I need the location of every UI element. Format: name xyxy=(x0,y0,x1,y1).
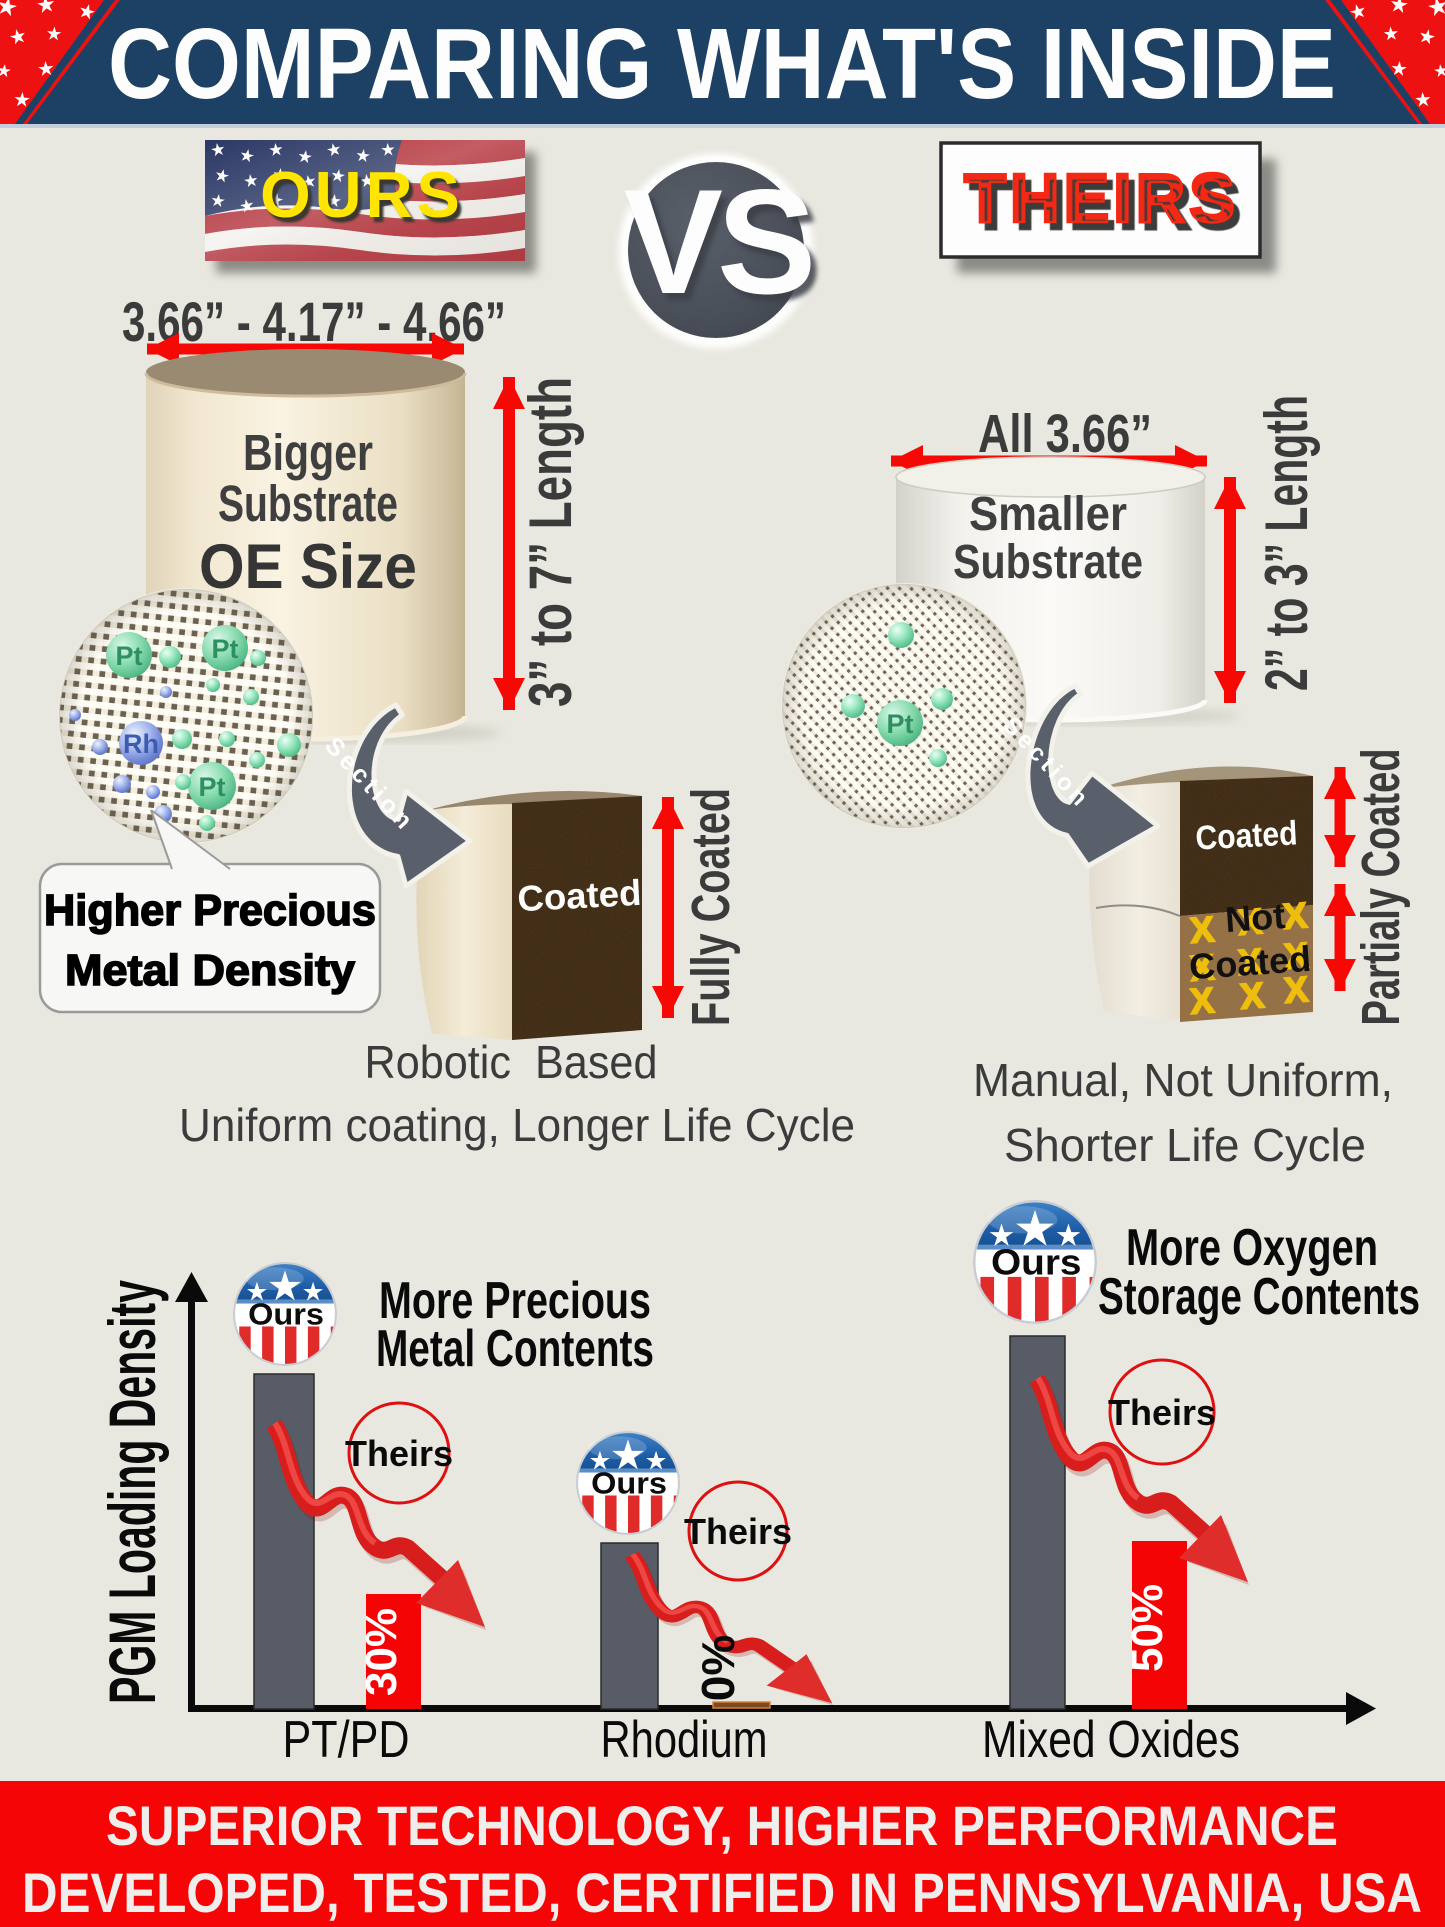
svg-text:Theirs: Theirs xyxy=(1108,1392,1216,1433)
svg-text:X: X xyxy=(1237,940,1264,983)
svg-text:PGM Loading Density: PGM Loading Density xyxy=(95,1280,169,1704)
svg-text:Bigger: Bigger xyxy=(243,424,373,481)
svg-text:Robotic Based: Robotic Based xyxy=(365,1036,658,1088)
svg-text:THEIRS: THEIRS xyxy=(964,159,1239,237)
svg-text:PT/PD: PT/PD xyxy=(283,1711,410,1769)
svg-text:50%: 50% xyxy=(1123,1584,1172,1672)
svg-text:Coated: Coated xyxy=(516,872,642,919)
svg-text:DEVELOPED, TESTED, CERTIFIED I: DEVELOPED, TESTED, CERTIFIED IN PENNSYLV… xyxy=(22,1861,1422,1924)
svg-text:X: X xyxy=(1189,946,1216,989)
svg-text:X: X xyxy=(1282,894,1309,937)
svg-text:Partialy Coated: Partialy Coated xyxy=(1351,749,1411,1026)
svg-text:Uniform coating, Longer Life C: Uniform coating, Longer Life Cycle xyxy=(179,1099,855,1151)
svg-text:Not: Not xyxy=(1224,895,1287,940)
svg-text:Pt: Pt xyxy=(116,641,143,671)
svg-text:Higher Precious: Higher Precious xyxy=(44,886,376,935)
svg-text:Mixed Oxides: Mixed Oxides xyxy=(982,1711,1240,1769)
svg-text:Coated: Coated xyxy=(1194,814,1298,857)
svg-text:Substrate: Substrate xyxy=(953,536,1143,589)
svg-text:More Precious: More Precious xyxy=(379,1272,651,1330)
svg-text:Manual, Not Uniform,: Manual, Not Uniform, xyxy=(973,1054,1393,1106)
svg-text:Fully Coated: Fully Coated xyxy=(681,788,741,1026)
svg-text:Storage Contents: Storage Contents xyxy=(1098,1268,1420,1326)
svg-text:Pt: Pt xyxy=(199,772,226,802)
svg-text:X: X xyxy=(1237,900,1264,943)
svg-text:SUPERIOR TECHNOLOGY, HIGHER PE: SUPERIOR TECHNOLOGY, HIGHER PERFORMANCE xyxy=(106,1794,1338,1857)
svg-text:0%: 0% xyxy=(692,1635,744,1701)
svg-text:Theirs: Theirs xyxy=(345,1433,453,1474)
svg-text:All 3.66”: All 3.66” xyxy=(978,404,1152,464)
svg-text:Theirs: Theirs xyxy=(684,1511,792,1552)
svg-text:Rh: Rh xyxy=(123,729,159,759)
svg-text:Smaller: Smaller xyxy=(969,488,1127,541)
svg-text:2” to 3” Length: 2” to 3” Length xyxy=(1253,395,1320,691)
svg-text:X: X xyxy=(1283,968,1310,1011)
svg-text:X: X xyxy=(1283,934,1310,977)
svg-text:Metal Contents: Metal Contents xyxy=(376,1320,654,1378)
svg-text:Pt: Pt xyxy=(212,634,239,664)
svg-text:Metal Density: Metal Density xyxy=(65,946,356,995)
svg-text:X: X xyxy=(1239,974,1266,1017)
svg-text:30%: 30% xyxy=(357,1608,406,1696)
svg-text:Shorter Life Cycle: Shorter Life Cycle xyxy=(1004,1119,1366,1171)
svg-text:VS: VS xyxy=(624,158,811,325)
svg-text:X: X xyxy=(1189,908,1216,951)
svg-text:COMPARING WHAT'S INSIDE: COMPARING WHAT'S INSIDE xyxy=(108,8,1336,120)
svg-text:Pt: Pt xyxy=(887,709,914,739)
svg-text:Coated: Coated xyxy=(1188,938,1313,987)
svg-text:Substrate: Substrate xyxy=(218,475,398,532)
svg-text:X: X xyxy=(1189,979,1216,1022)
svg-text:OURS: OURS xyxy=(260,158,464,231)
svg-text:OE Size: OE Size xyxy=(199,532,417,602)
svg-text:More Oxygen: More Oxygen xyxy=(1126,1219,1378,1277)
svg-text:Rhodium: Rhodium xyxy=(601,1711,768,1769)
svg-text:3” to 7” Length: 3” to 7” Length xyxy=(517,377,584,707)
